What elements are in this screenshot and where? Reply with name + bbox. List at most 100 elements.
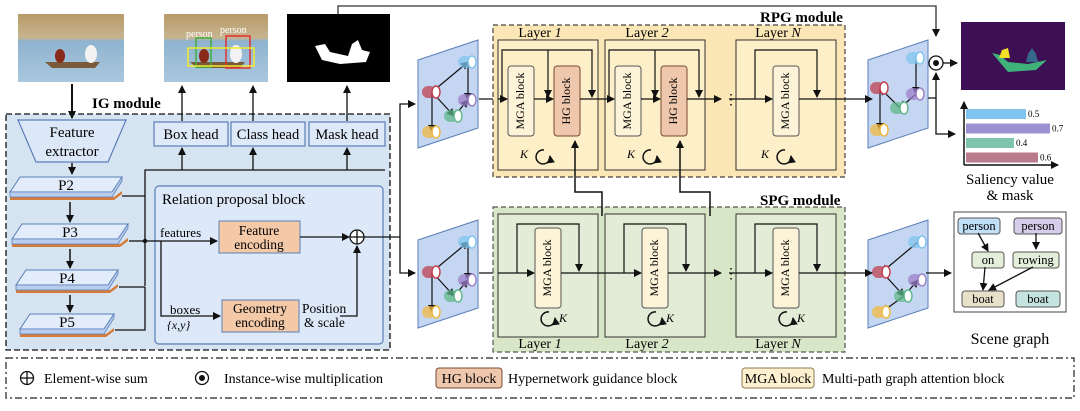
head-mask-head (308, 121, 386, 147)
detection-label: person (220, 25, 247, 36)
rpg-input-graph (417, 39, 479, 149)
legend-frame (5, 357, 1075, 399)
loop-k-label: K (796, 311, 806, 325)
layer-label: Layer N (755, 26, 801, 41)
pyramid-side (15, 268, 119, 291)
feature-extractor (17, 119, 127, 163)
pyramid-edge (20, 328, 114, 337)
legend-mga-swatch (741, 367, 815, 389)
node-yellow (872, 305, 891, 319)
relation-proposal-block (154, 185, 384, 345)
loop-k-label: K (558, 311, 568, 325)
feature-extractor-label: extractor (45, 144, 98, 160)
node-yellow (870, 123, 889, 137)
input-image (18, 14, 124, 82)
node-red (422, 85, 441, 99)
head-label: Mask head (315, 127, 379, 143)
node-red (422, 265, 441, 279)
scene-edge (988, 266, 1034, 291)
graph-plane (867, 39, 929, 149)
spg-output-graph (867, 219, 929, 329)
loop-k-label: K (626, 147, 636, 161)
feature-encoding-label: Feature (239, 223, 279, 238)
feature-extractor-label: Feature (50, 125, 95, 141)
pyramid-side (11, 222, 129, 245)
saliency-bar (966, 152, 1038, 163)
scene-edge (979, 266, 988, 291)
layer-label: Layer 1 (518, 337, 561, 352)
scene-node-rowing (1012, 251, 1060, 269)
to-rpg-graph-arrow (399, 100, 416, 237)
geometry-encoding-block (221, 299, 300, 333)
legend-mga-desc: Multi-path graph attention block (822, 372, 1004, 387)
mga-block-label: MGA block (778, 73, 792, 130)
skip-connection (754, 223, 821, 273)
pyramid-level-p2: P2 (9, 175, 123, 200)
layer-label: Layer N (755, 337, 801, 352)
saliency-caption: Saliency value (966, 172, 1054, 188)
legend-sum-label: Element-wise sum (44, 372, 148, 387)
mga-block (772, 65, 800, 137)
scene-node-label: person (962, 219, 996, 233)
scene-node-label: boat (972, 292, 994, 306)
skip-connection (608, 49, 703, 99)
node-purple (458, 273, 477, 287)
hg-block-label: HG block (559, 78, 573, 125)
pyramid-level-p5: P5 (19, 312, 115, 337)
node-green (890, 101, 909, 115)
legend-hg-tag: HG block (442, 372, 497, 387)
legend-mult-label: Instance-wise multiplication (224, 372, 383, 387)
pyramid-label: P4 (59, 271, 75, 287)
head-label: Box head (163, 127, 219, 143)
detection-label: person (186, 29, 213, 40)
skip-connection (623, 223, 690, 273)
scale-label: & scale (304, 315, 345, 330)
pyramid-level-p4: P4 (15, 268, 119, 293)
junction-dot (142, 238, 148, 244)
spg-to-hg1-link (571, 140, 603, 216)
loop-icon (776, 149, 796, 165)
pyramid-edge (16, 284, 118, 293)
scene-node-label: boat (1027, 292, 1049, 306)
saliency-bar (966, 109, 1026, 119)
node-purple (906, 87, 925, 101)
saliency-caption: & mask (986, 188, 1034, 204)
scene-graph-caption: Scene graph (971, 331, 1050, 348)
connector (115, 287, 146, 331)
skip-connection (516, 223, 583, 273)
node-purple (458, 93, 477, 107)
node-blue (906, 51, 925, 65)
head-label: Class head (237, 127, 300, 143)
head-class-head (230, 121, 306, 147)
loop-icon (535, 149, 555, 165)
mask-routing-line (337, 5, 940, 37)
ig-module-title: IG module (92, 96, 161, 112)
element-wise-sum-icon (19, 370, 35, 386)
rpg-output-graph (867, 39, 929, 149)
scene-node-boat1 (961, 290, 1005, 308)
instance-wise-multiplication-icon (194, 370, 210, 386)
legend-mga-tag: MGA block (745, 372, 812, 387)
node-red (872, 265, 891, 279)
spg-input-graph (417, 219, 479, 329)
mga-block-label: MGA block (540, 240, 554, 297)
skip-connection (754, 49, 821, 99)
position-label: Position (302, 301, 347, 316)
connector (144, 169, 385, 196)
scene-node-person2 (1013, 217, 1063, 235)
mga-block (614, 65, 642, 137)
saliency-bar-label: 0.4 (1016, 138, 1028, 148)
node-yellow (422, 305, 441, 319)
legend: Element-wise sum Instance-wise multiplic… (5, 357, 1075, 399)
geometry-encoding-label: encoding (235, 315, 285, 330)
feature-encoding-label: encoding (234, 237, 284, 252)
element-wise-sum-icon (349, 229, 365, 245)
